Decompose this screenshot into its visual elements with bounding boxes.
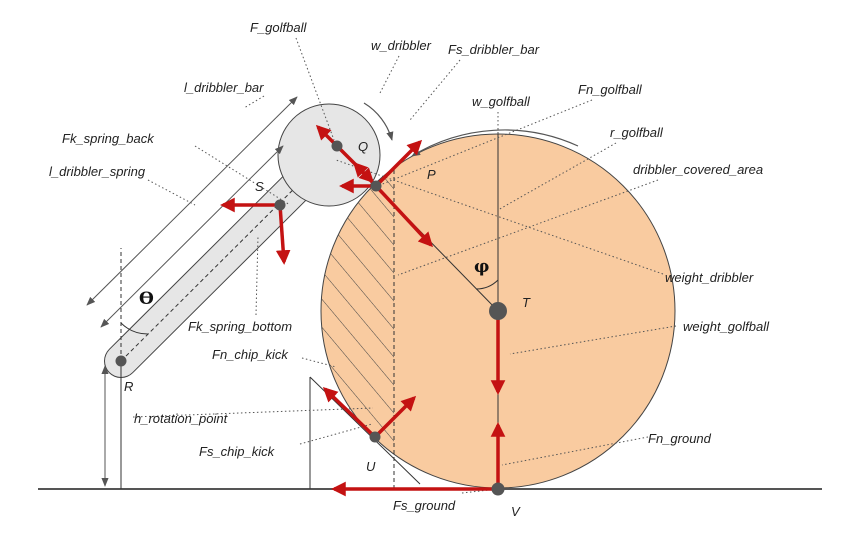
point-s-dot xyxy=(274,199,286,211)
theta-symbol: ϴ xyxy=(139,289,154,309)
force-fs-p-arrow xyxy=(374,139,423,188)
dribbler-covered-area-hatch xyxy=(321,160,394,488)
label-fn-ground: Fn_ground xyxy=(648,431,712,446)
point-q-label: Q xyxy=(358,139,368,154)
point-v-dot xyxy=(491,482,505,496)
label-h-rotation-point: h_rotation_point xyxy=(134,411,229,426)
point-v-label: V xyxy=(511,504,521,519)
w-dribbler-arc xyxy=(363,102,394,141)
label-weight-dribbler: weight_dribbler xyxy=(665,270,754,285)
label-fn-chip-kick: Fn_chip_kick xyxy=(212,347,289,362)
point-p-dot xyxy=(370,180,382,192)
label-fk-spring-bottom: Fk_spring_bottom xyxy=(188,319,292,334)
label-weight-golfball: weight_golfball xyxy=(683,319,770,334)
theta-angle-arc xyxy=(120,322,149,335)
force-fs-chip-kick-arrow xyxy=(373,395,417,439)
force-fn-golfball-arrow xyxy=(374,184,434,248)
phi-symbol: φ xyxy=(474,257,489,277)
label-fk-spring-back: Fk_spring_back xyxy=(62,131,155,146)
w-golfball-arc xyxy=(411,129,579,157)
force-fn-chip-kick-arrow xyxy=(322,386,377,439)
l-dribbler-spring-dimension xyxy=(100,145,284,328)
label-l-dribbler-spring: l_dribbler_spring xyxy=(49,164,146,179)
point-u-label: U xyxy=(366,459,376,474)
point-q-dot xyxy=(331,140,343,152)
point-p-label: P xyxy=(427,167,436,182)
point-r-label: R xyxy=(124,379,133,394)
leader-lines xyxy=(132,37,677,494)
label-l-dribbler-bar: l_dribbler_bar xyxy=(184,80,264,95)
label-fs-chip-kick: Fs_chip_kick xyxy=(199,444,276,459)
label-r-golfball: r_golfball xyxy=(610,125,664,140)
label-fn-golfball: Fn_golfball xyxy=(578,82,643,97)
point-t-dot xyxy=(489,302,507,320)
dribbler-roller xyxy=(277,103,381,207)
point-s-label: S xyxy=(255,179,264,194)
point-r-dot xyxy=(115,355,127,367)
label-dribbler-covered-area: dribbler_covered_area xyxy=(633,162,763,177)
label-fs-dribbler-bar: Fs_dribbler_bar xyxy=(448,42,540,57)
label-f-golfball: F_golfball xyxy=(250,20,307,35)
point-u-dot xyxy=(369,431,381,443)
force-fk-spring-bottom-arrow xyxy=(275,204,291,265)
label-fs-ground: Fs_ground xyxy=(393,498,456,513)
phi-angle-arc xyxy=(475,279,499,290)
point-t-label: T xyxy=(522,295,531,310)
label-w-dribbler: w_dribbler xyxy=(371,38,432,53)
label-w-golfball: w_golfball xyxy=(472,94,531,109)
